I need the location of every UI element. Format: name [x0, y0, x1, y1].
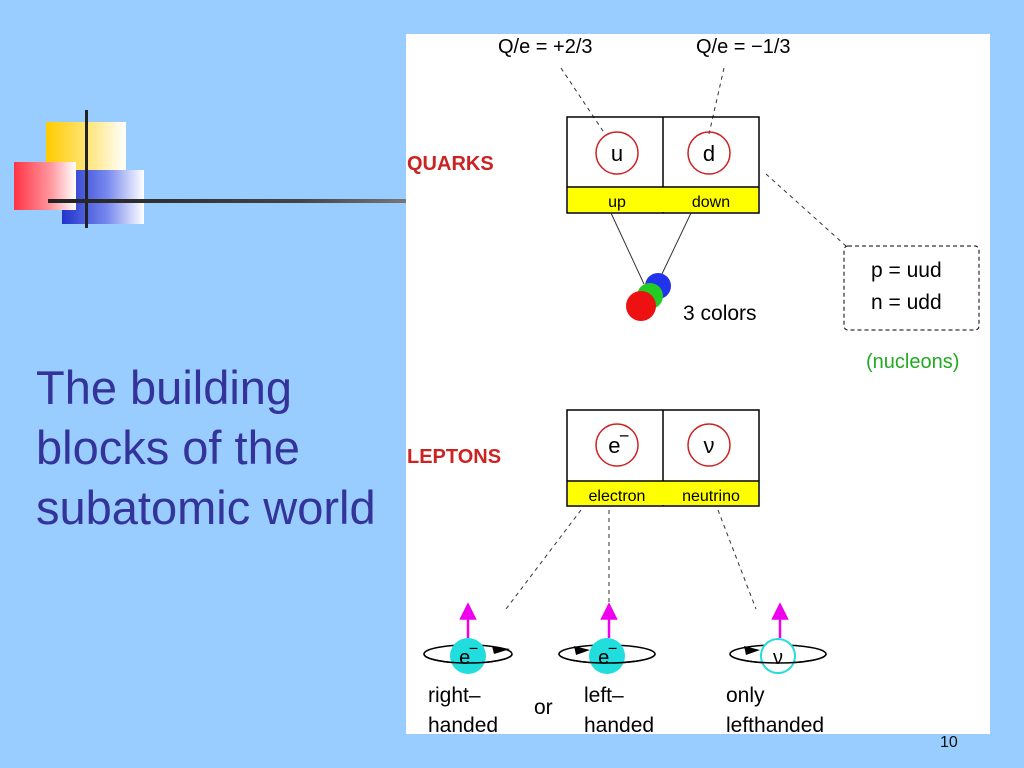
up-to-colors-line [610, 212, 645, 285]
three-colors-label: 3 colors [683, 302, 757, 325]
neutrino-orbit-arrow [744, 646, 760, 655]
left-orbit-front [558, 653, 656, 664]
down-charge-label: Q/e = −1/3 [696, 36, 791, 58]
left-electron-symbol: e‾ [598, 647, 617, 669]
slide-number: 10 [940, 734, 958, 751]
quarks-to-nucleons-leader [765, 173, 847, 247]
neutrino-ball-symbol: ν [773, 647, 783, 669]
neutrino-orbit-front [729, 653, 827, 664]
quarks-label: QUARKS [407, 153, 494, 175]
decor-vertical-line [85, 110, 88, 228]
right-orbit-arrow [492, 646, 510, 654]
down-quark-symbol: d [703, 141, 715, 166]
up-quark-symbol: u [611, 141, 623, 166]
down-charge-leader [708, 67, 725, 135]
electron-to-right-leader [505, 509, 582, 610]
neutrino-symbol: ν [704, 433, 715, 458]
neutron-composition: n = udd [871, 291, 942, 314]
right-handed-line1: right– [428, 684, 481, 707]
down-quark-name: down [692, 194, 730, 211]
down-quark-circle [687, 131, 731, 175]
electron-symbol: e‾ [608, 433, 629, 458]
up-charge-label: Q/e = +2/3 [498, 36, 593, 58]
electron-name: electron [589, 488, 646, 505]
right-orbit-front [423, 653, 513, 664]
nucleons-box [843, 245, 980, 331]
or-label: or [534, 696, 553, 719]
proton-composition: p = uud [871, 259, 942, 282]
down-to-colors-line [660, 212, 692, 277]
nucleons-label: (nucleons) [866, 351, 959, 373]
leptons-label: LEPTONS [407, 446, 501, 468]
left-handed-line2: handed [584, 714, 654, 734]
left-electron-ball [589, 638, 625, 674]
decor-horizontal-line [48, 199, 408, 203]
neutrino-to-only-leader [717, 509, 757, 610]
up-quark-circle [595, 131, 639, 175]
diagram-panel: Q/e = +2/3 Q/e = −1/3 QUARKS u d up down… [406, 34, 990, 734]
left-handed-line1: left– [584, 684, 624, 707]
particle-diagram: Q/e = +2/3 Q/e = −1/3 QUARKS u d up down… [407, 36, 980, 734]
electron-circle [595, 423, 639, 467]
only-lefthanded-line1: only [726, 684, 765, 707]
neutrino-name: neutrino [682, 488, 740, 505]
right-handed-line2: handed [428, 714, 498, 734]
slide-title: The building blocks of the subatomic wor… [36, 361, 376, 534]
leptons-name-bar [568, 481, 758, 505]
neutrino-ball [760, 638, 796, 674]
up-quark-name: up [608, 194, 626, 211]
right-electron-ball [450, 638, 486, 674]
only-lefthanded-line2: lefthanded [726, 714, 824, 734]
color-ball-red [626, 291, 656, 321]
left-orbit-arrow [574, 646, 590, 655]
up-charge-leader [560, 67, 606, 135]
neutrino-circle [687, 423, 731, 467]
right-electron-symbol: e‾ [459, 647, 478, 669]
quarks-name-bar [568, 187, 758, 212]
